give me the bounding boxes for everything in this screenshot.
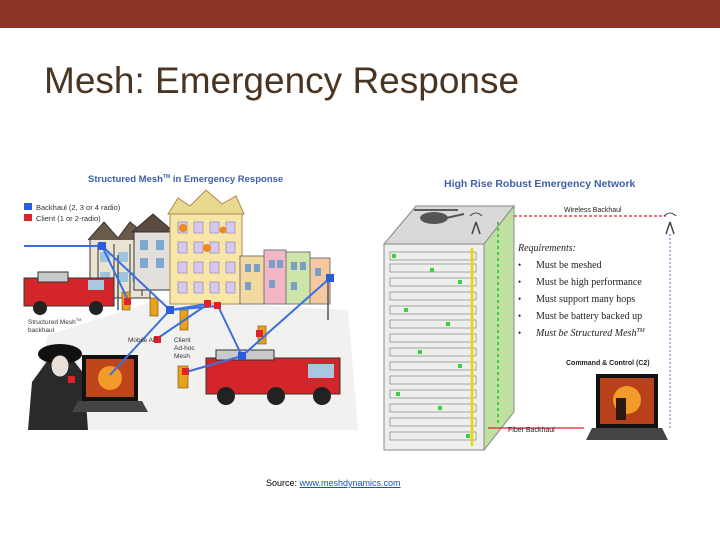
high-rise-building <box>382 204 516 452</box>
top-accent-bar <box>0 0 720 28</box>
pastel-houses <box>239 249 331 305</box>
antenna-rooftop <box>469 212 483 235</box>
right-diagram: High Rise Robust Emergency Network <box>382 178 677 452</box>
requirement-item: Must support many hops <box>536 294 635 305</box>
slide-title: Mesh: Emergency Response <box>44 60 520 101</box>
wireless-backhaul-label: Wireless Backhaul <box>564 207 622 214</box>
structured-mesh-label: Structured MeshTM <box>28 317 81 326</box>
emergency-response-figure: Structured MeshTM in Emergency Response … <box>23 174 677 452</box>
legend-client-label: Client (1 or 2-radio) <box>36 214 101 223</box>
adhoc-label: Ad-hoc <box>174 345 195 352</box>
source-label: Source: <box>266 478 300 488</box>
fire-truck-left <box>23 271 115 315</box>
requirements-list: Requirements: • Must be meshed • Must be… <box>517 243 646 339</box>
floor-nodes <box>392 254 470 438</box>
requirements-title: Requirements: <box>517 243 576 254</box>
source-link[interactable]: www.meshdynamics.com <box>299 478 401 488</box>
requirement-item: Must be meshed <box>536 260 602 271</box>
central-tower <box>167 189 245 305</box>
command-control-label: Command & Control (C2) <box>566 360 650 367</box>
legend-backhaul-swatch <box>24 203 32 210</box>
requirement-item: Must be high performance <box>536 277 642 288</box>
helicopter <box>414 209 465 224</box>
backhaul-nodes <box>98 242 334 360</box>
structured-mesh-sublabel: backhaul <box>28 327 55 334</box>
mesh-label: Mesh <box>174 353 190 360</box>
legend-backhaul-label: Backhaul (2, 3 or 4 radio) <box>36 203 121 212</box>
source-citation: Source: www.meshdynamics.com <box>266 478 401 488</box>
laptop-left <box>72 355 148 412</box>
requirement-bullet: • <box>518 328 521 338</box>
mesh-links <box>24 245 331 376</box>
requirement-item-last: Must be Structured MeshTM <box>535 328 646 339</box>
client-nodes <box>68 298 263 383</box>
left-diagram-heading: Structured MeshTM in Emergency Response <box>88 174 283 185</box>
laptop-right <box>586 374 668 440</box>
street-lamp <box>117 255 329 320</box>
legend-client-swatch <box>24 214 32 221</box>
mobile-ap-label: Mobile AP <box>128 337 157 344</box>
firefighter-portrait <box>28 344 88 430</box>
fiber-backhaul-label: Fiber Backhaul <box>508 427 555 434</box>
floor-windows <box>389 251 477 441</box>
requirement-bullet: • <box>518 277 521 287</box>
right-diagram-heading: High Rise Robust Emergency Network <box>444 178 636 190</box>
client-label: Client <box>174 337 191 344</box>
left-diagram: Structured MeshTM in Emergency Response … <box>23 174 358 430</box>
fire-truck-right <box>205 349 341 405</box>
requirement-bullet: • <box>518 260 521 270</box>
requirement-item: Must be battery backed up <box>536 311 642 322</box>
requirement-bullet: • <box>518 311 521 321</box>
requirement-bullet: • <box>518 294 521 304</box>
antenna-remote <box>663 212 677 235</box>
